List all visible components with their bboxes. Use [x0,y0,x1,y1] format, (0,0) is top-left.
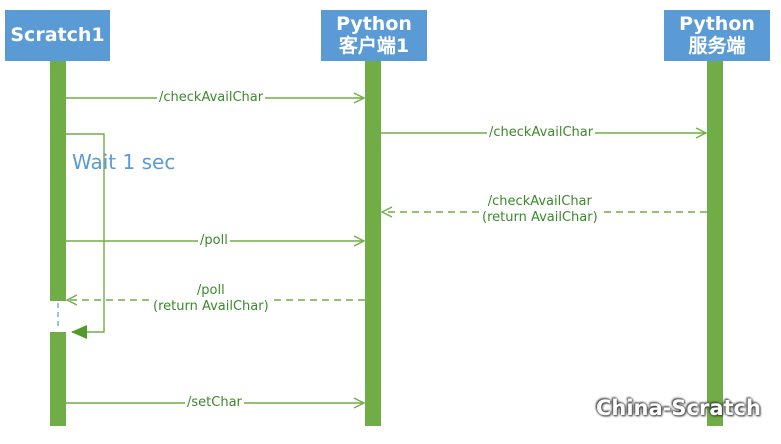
watermark: China-Scratch [596,396,761,420]
participant-client-line1: Python [336,13,412,36]
participant-client-line2: 客户端1 [338,34,410,57]
wait-loop-line [66,133,105,339]
participant-python-server-header: Python 服务端 [664,10,770,61]
message-label-poll: /poll [198,233,230,249]
message-label-line: (return AvailChar) [482,210,598,225]
message-label-line: /checkAvailChar [487,194,592,209]
lifeline-scratch-lower [50,332,66,426]
participant-scratch1-label: Scratch1 [10,23,105,46]
participant-server-line1: Python [679,13,755,36]
lifeline-scratch-upper [50,61,66,301]
message-label-return-availchar-server: /checkAvailChar (return AvailChar) [480,194,600,226]
message-label-checkavailchar-2: /checkAvailChar [487,125,596,141]
participant-python-client-header: Python 客户端1 [321,10,427,61]
lifeline-server [707,61,723,426]
participant-scratch1-header: Scratch1 [5,10,110,61]
wait-note: Wait 1 sec [72,150,176,174]
message-label-line: (return AvailChar) [153,299,269,314]
lifeline-client [365,61,381,426]
message-label-checkavailchar-1: /checkAvailChar [157,90,266,106]
message-label-poll-return: /poll (return AvailChar) [151,283,271,315]
participant-server-line2: 服务端 [688,34,746,57]
message-label-setchar: /setChar [185,395,244,411]
message-label-line: /poll [196,283,225,298]
